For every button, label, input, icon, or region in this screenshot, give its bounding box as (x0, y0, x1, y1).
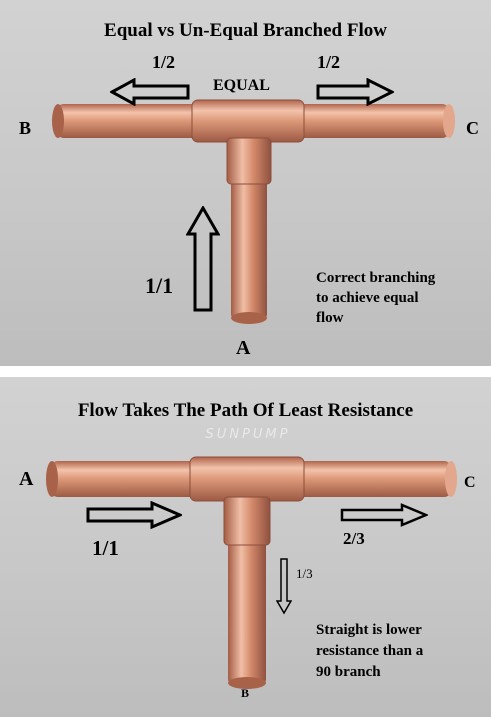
arrow-inlet-icon (86, 501, 182, 529)
pipe-end-c (443, 104, 455, 138)
tee-pipe-equal (52, 99, 455, 324)
note-line: to achieve equal (316, 290, 419, 306)
end-label-b: B (241, 686, 250, 700)
tee-fitting (189, 456, 305, 502)
note-line: flow (316, 310, 344, 326)
pipe-end-a (231, 312, 267, 324)
fraction-inlet: 1/1 (92, 536, 119, 560)
title-least-resistance: Flow Takes The Path Of Least Resistance (77, 400, 414, 421)
tee-fitting-socket (223, 496, 271, 546)
pipe-end-b (52, 104, 64, 138)
note-line: 90 branch (316, 664, 381, 680)
note-line: Correct branching (316, 270, 436, 286)
fraction-branch: 1/3 (296, 566, 313, 581)
fraction-inlet: 1/1 (145, 273, 174, 298)
tee-pipe-unequal (46, 456, 457, 689)
arrow-straight-icon (340, 503, 428, 527)
arrow-right-icon (316, 78, 394, 106)
end-label-b: B (19, 118, 32, 138)
arrow-up-icon (186, 206, 220, 312)
tee-fitting-socket (226, 137, 272, 185)
fraction-right: 1/2 (317, 52, 341, 72)
pipe-end-c (445, 461, 457, 497)
end-label-c: C (464, 474, 476, 491)
watermark-logo: SUNPUMP (205, 427, 291, 442)
label-equal: EQUAL (213, 77, 270, 94)
panel-divider (0, 366, 491, 377)
note-line: Straight is lower (316, 622, 422, 638)
note-line: resistance than a (316, 643, 424, 659)
panel-equal-branching: Equal vs Un-Equal Branched Flow 1/2 1/2 … (0, 0, 491, 366)
panel-least-resistance: Flow Takes The Path Of Least Resistance … (0, 377, 491, 717)
fraction-left: 1/2 (152, 52, 176, 72)
arrow-left-icon (110, 78, 190, 106)
end-label-a: A (19, 468, 34, 490)
end-label-a: A (236, 337, 251, 359)
note-equal: Correct branching to achieve equal flow (316, 268, 435, 328)
tee-fitting (191, 99, 305, 143)
title-equal-flow: Equal vs Un-Equal Branched Flow (104, 20, 387, 41)
fraction-straight: 2/3 (343, 529, 365, 548)
arrow-down-icon (276, 558, 292, 615)
end-label-c: C (466, 118, 479, 138)
pipe-end-b (228, 677, 266, 689)
pipe-end-a (46, 461, 58, 497)
note-least-resistance: Straight is lower resistance than a 90 b… (316, 620, 423, 683)
